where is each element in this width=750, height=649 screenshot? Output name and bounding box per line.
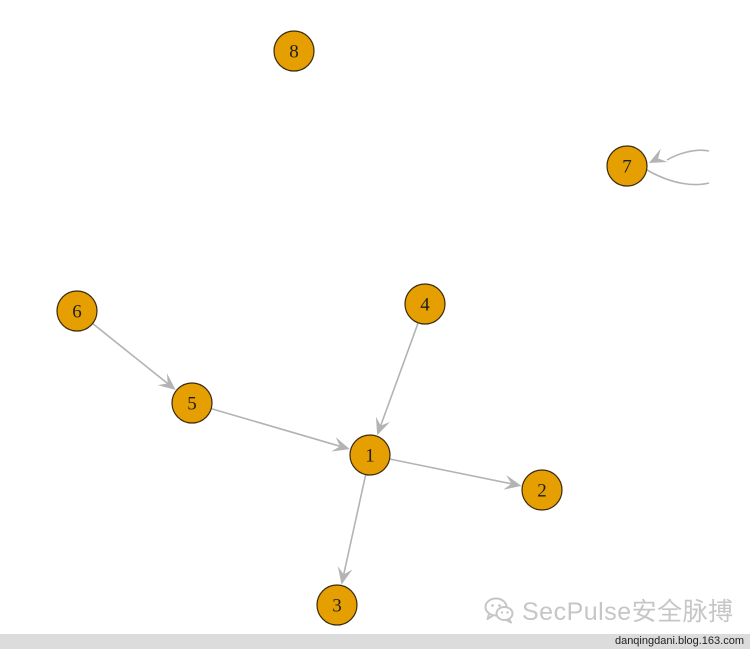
- node-circle: [316, 584, 358, 626]
- node-label: 5: [187, 394, 197, 415]
- node-3: 3: [316, 584, 358, 626]
- node-label: 2: [537, 481, 547, 502]
- footer-bar: danqingdani.blog.163.com: [0, 634, 750, 649]
- node-label: 4: [420, 295, 430, 316]
- edge-6-5: [92, 322, 176, 390]
- edge-1-2: [389, 458, 522, 490]
- edge-1-3: [337, 474, 367, 585]
- watermark-text: SecPulse安全脉搏: [522, 598, 734, 626]
- arrowhead: [157, 373, 176, 390]
- node-1: 1: [349, 434, 391, 476]
- node-6: 6: [56, 290, 98, 332]
- arrowhead: [503, 475, 522, 490]
- node-4: 4: [404, 283, 446, 325]
- arrowhead: [337, 566, 353, 585]
- node-2: 2: [521, 469, 563, 511]
- wechat-icon: [484, 597, 514, 624]
- node-circle: [521, 469, 563, 511]
- edge-line: [210, 407, 341, 448]
- node-circle: [273, 30, 315, 72]
- node-circle: [171, 382, 213, 424]
- node-circle: [606, 145, 648, 187]
- footer-credit: danqingdani.blog.163.com: [614, 635, 744, 647]
- node-label: 3: [332, 596, 342, 617]
- edges-layer: [92, 148, 710, 585]
- node-7: 7: [606, 145, 648, 187]
- node-label: 1: [365, 446, 375, 467]
- edge-5-1: [210, 407, 350, 452]
- edge-line: [342, 474, 367, 575]
- arrowhead: [375, 416, 391, 436]
- node-circle: [56, 290, 98, 332]
- node-label: 7: [622, 157, 632, 178]
- node-8: 8: [273, 30, 315, 72]
- edge-4-1: [375, 322, 419, 436]
- node-label: 8: [289, 42, 299, 63]
- nodes-layer: 1 2 3 4 5 6 7 8: [56, 30, 648, 626]
- node-label: 6: [72, 302, 82, 323]
- edge-line: [389, 458, 512, 485]
- arrowhead: [331, 437, 350, 452]
- edge-7-7: [646, 148, 710, 186]
- node-circle: [349, 434, 391, 476]
- arrowhead: [649, 148, 668, 163]
- edge-line: [92, 322, 169, 385]
- watermark: SecPulse安全脉搏: [484, 594, 734, 626]
- edge-line: [379, 322, 419, 427]
- node-5: 5: [171, 382, 213, 424]
- node-circle: [404, 283, 446, 325]
